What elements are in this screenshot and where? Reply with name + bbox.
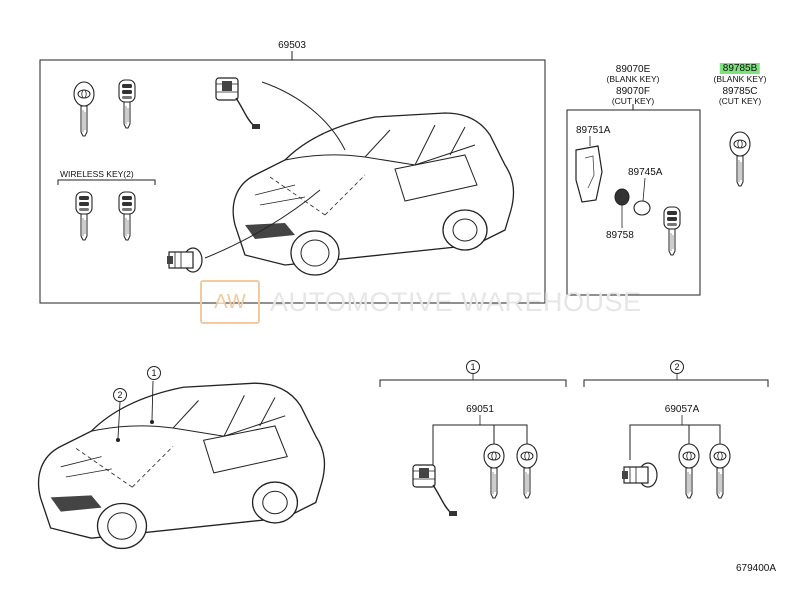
key-fob-icon (118, 79, 136, 129)
part-number-key-b: 89785B (719, 63, 761, 74)
callout-one-header: 1 (466, 360, 480, 374)
part-number-set-two: 69057A (664, 404, 700, 415)
door-lock-cylinder-icon (166, 247, 203, 273)
key-icon (516, 443, 538, 499)
key-icon (73, 81, 95, 137)
watermark-text: AUTOMOTIVE WAREHOUSE (270, 286, 642, 317)
wireless-key-label: WIRELESS KEY(2) (60, 169, 134, 179)
callout-two: 2 (113, 388, 127, 402)
vehicle-illustration (37, 382, 326, 550)
door-lock-cylinder-icon (621, 462, 658, 488)
part-number-assembly: 69503 (278, 40, 306, 51)
part-number-key-e: 89070E (615, 64, 651, 75)
watermark-logo: AW (200, 280, 260, 324)
key-b-note: (BLANK KEY) (713, 74, 767, 84)
key-parts-frame (566, 109, 701, 296)
key-icon (483, 443, 505, 499)
battery-icon (633, 200, 651, 216)
ignition-cylinder-icon (215, 77, 261, 130)
key-icon (729, 131, 751, 187)
ignition-cylinder-icon (412, 464, 458, 517)
part-number-battery: 89745A (628, 167, 663, 178)
wireless-key-icon (75, 191, 93, 241)
key-fob-icon (663, 206, 681, 256)
key-c-note: (CUT KEY) (718, 96, 762, 106)
key-f-note: (CUT KEY) (611, 96, 655, 106)
key-icon (709, 443, 731, 499)
part-number-key-f: 89070F (616, 86, 650, 97)
callout-two-header: 2 (670, 360, 684, 374)
key-icon (678, 443, 700, 499)
callout-one: 1 (147, 366, 161, 380)
case-icon (614, 188, 630, 206)
key-e-note: (BLANK KEY) (606, 74, 660, 84)
key-cover-icon (575, 145, 603, 203)
part-number-cover: 89751A (576, 125, 611, 136)
part-number-key-c: 89785C (722, 86, 758, 97)
wireless-key-icon (118, 191, 136, 241)
vehicle-illustration (232, 112, 515, 276)
part-number-case: 89758 (606, 230, 634, 241)
part-number-set-one: 69051 (466, 404, 494, 415)
watermark: AW AUTOMOTIVE WAREHOUSE (200, 280, 642, 324)
figure-code: 679400A (736, 563, 777, 574)
